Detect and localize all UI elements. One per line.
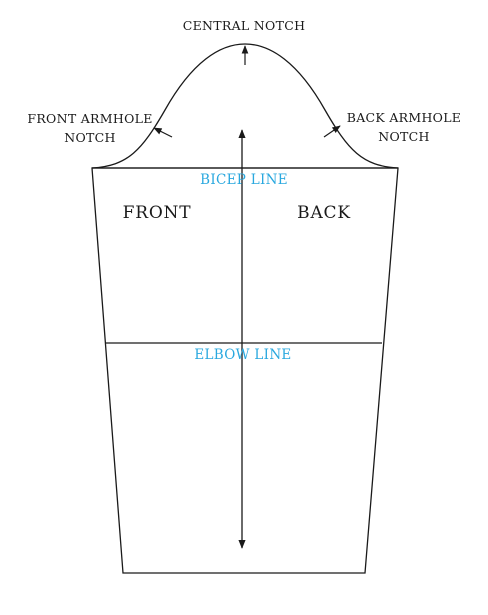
sleeve-body-outline [91, 167, 399, 574]
back-armhole-notch-label-line1: BACK ARMHOLE [347, 110, 462, 125]
elbow-line-label: ELBOW LINE [194, 347, 291, 363]
front-armhole-notch-label-line1: FRONT ARMHOLE [27, 111, 152, 126]
bicep-line-label: BICEP LINE [200, 172, 288, 188]
back-armhole-notch-arrow [323, 125, 341, 138]
front-armhole-notch-arrow [153, 127, 173, 138]
back-label: BACK [297, 203, 351, 223]
back-armhole-notch-label-line2: NOTCH [378, 129, 430, 144]
central-notch-label: CENTRAL NOTCH [183, 18, 306, 33]
front-armhole-notch-label-line2: NOTCH [64, 130, 116, 145]
sleeve-cap-curve [91, 43, 399, 169]
front-label: FRONT [123, 203, 192, 223]
